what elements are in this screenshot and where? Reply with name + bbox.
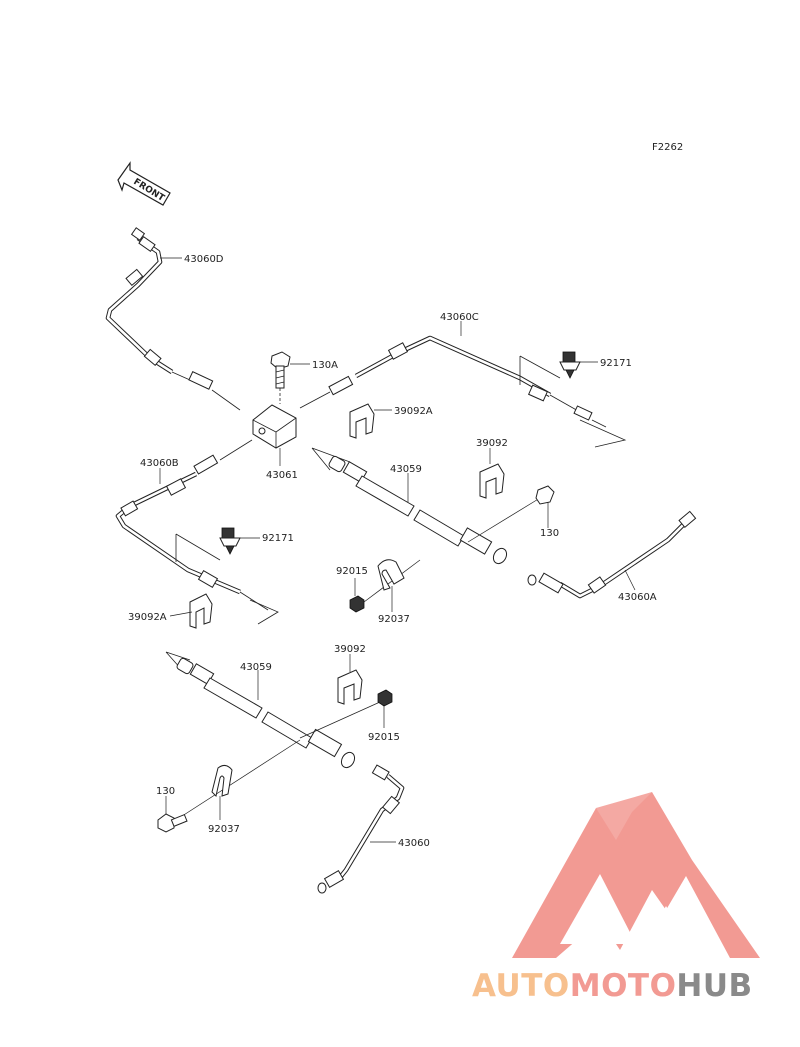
callout-39092a-top: 39092A xyxy=(394,406,433,417)
clip-39092a-top xyxy=(349,403,375,439)
callout-92171-top: 92171 xyxy=(600,358,632,369)
callout-43060: 43060 xyxy=(398,838,430,849)
brake-hose-43059-bottom xyxy=(165,651,381,821)
brake-line-43060d xyxy=(105,227,241,411)
nut-92015-bottom xyxy=(377,689,393,707)
callout-39092-bottom: 39092 xyxy=(334,644,366,655)
clamp-92037-bottom xyxy=(211,764,233,797)
brake-hose-43059-top xyxy=(311,447,541,565)
callout-130-top: 130 xyxy=(540,528,559,539)
clip-39092-bottom xyxy=(337,669,363,705)
callout-43059-top: 43059 xyxy=(390,464,422,475)
bolt-130-bottom xyxy=(157,813,188,833)
watermark-logo: AUTOMOTOHUB xyxy=(472,792,760,1004)
callout-43060d: 43060D xyxy=(184,254,224,265)
clip-39092-top xyxy=(479,463,505,499)
callout-92037-top: 92037 xyxy=(378,614,410,625)
bleeder-92171-top xyxy=(559,351,581,379)
callout-130a: 130A xyxy=(312,360,338,371)
bleeder-92171-mid xyxy=(219,527,241,555)
callout-43061: 43061 xyxy=(266,470,298,481)
callout-43059-bottom: 43059 xyxy=(240,662,272,673)
junction-block-43061 xyxy=(252,404,297,449)
callout-92037-bottom: 92037 xyxy=(208,824,240,835)
callout-43060c: 43060C xyxy=(440,312,479,323)
callout-39092a-bottom: 39092A xyxy=(128,612,167,623)
watermark-hub: HUB xyxy=(676,968,752,1004)
figure-id: F2262 xyxy=(652,142,683,153)
callout-130-bottom: 130 xyxy=(156,786,175,797)
clip-39092a-bottom xyxy=(189,593,213,629)
callout-43060b: 43060B xyxy=(140,458,179,469)
brake-line-43060 xyxy=(317,764,405,894)
front-arrow-icon: FRONT xyxy=(117,161,171,206)
callout-92171-mid: 92171 xyxy=(262,533,294,544)
callout-39092-top: 39092 xyxy=(476,438,508,449)
callouts: 43060D 43060C 130A 92171 39092A 39092 43… xyxy=(128,254,657,849)
callout-92015-bottom: 92015 xyxy=(368,732,400,743)
callout-92015-top: 92015 xyxy=(336,566,368,577)
brake-line-43060c xyxy=(299,335,627,448)
clamp-92037-top xyxy=(377,559,405,591)
bolt-130-top xyxy=(535,485,555,505)
brake-line-43060a xyxy=(527,510,697,599)
watermark-text: AUTOMOTOHUB xyxy=(472,968,753,1004)
watermark-auto: AUTO xyxy=(472,968,570,1004)
callout-43060a: 43060A xyxy=(618,592,657,603)
bolt-130a xyxy=(270,351,291,404)
brake-line-43060b xyxy=(115,439,279,625)
watermark-moto: MOTO xyxy=(570,968,677,1004)
